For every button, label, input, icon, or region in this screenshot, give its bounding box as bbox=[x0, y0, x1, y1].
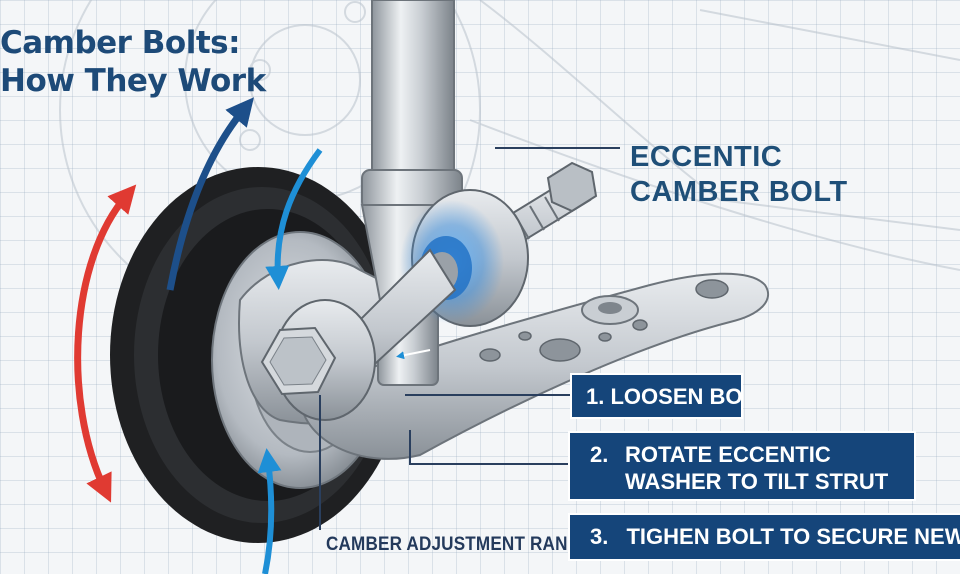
rotation-blue-arrow-top bbox=[265, 148, 323, 290]
callout-line-2: CAMBER BOLT bbox=[630, 176, 848, 208]
title-line-2: How They Work bbox=[0, 63, 266, 99]
step-2-text: ROTATE ECCENTIC WASHER TO TILT STRUT bbox=[625, 442, 889, 494]
leader-lines bbox=[319, 147, 620, 530]
eccentric-camber-bolt-label: ECCENTIC CAMBER BOLT bbox=[630, 140, 848, 210]
control-arm bbox=[298, 272, 770, 460]
step-2-number: 2. bbox=[590, 442, 609, 467]
page-title: Camber Bolts: How They Work bbox=[0, 24, 266, 100]
step-1-text: LOOSEN BOLT bbox=[610, 384, 743, 409]
ball-joint-washer bbox=[581, 295, 639, 325]
step-3-box: 3. TIGHEN BOLT TO SECURE NEW ANGLE bbox=[568, 513, 960, 561]
rotation-blue-arrow-bottom bbox=[257, 448, 282, 574]
step-3-text: TIGHEN BOLT TO SECURE NEW ANGLE bbox=[626, 524, 960, 549]
title-line-1: Camber Bolts: bbox=[0, 25, 240, 61]
camber-range-red-arrow bbox=[74, 184, 137, 503]
bolt-head-and-nut bbox=[260, 248, 457, 421]
tilt-direction-dark-arrow bbox=[166, 97, 254, 291]
step-1-number: 1. bbox=[586, 384, 605, 409]
callout-line-1: ECCENTIC bbox=[630, 141, 783, 173]
camber-adjustment-range-label: CAMBER ADJUSTMENT RANGE bbox=[326, 534, 593, 555]
step-2-box: 2. ROTATE ECCENTIC WASHER TO TILT STRUT bbox=[568, 431, 916, 501]
small-rotation-arrow bbox=[396, 349, 431, 360]
step-1-box: 1. LOOSEN BOLT bbox=[570, 373, 743, 419]
step-3-number: 3. bbox=[590, 524, 609, 549]
control-arm-holes bbox=[479, 279, 729, 362]
